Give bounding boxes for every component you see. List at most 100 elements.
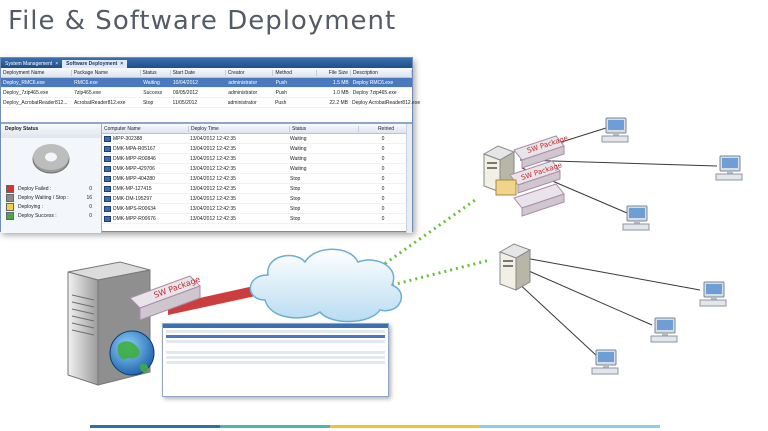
table-cell: 13/04/2012 12:42:35 (190, 135, 236, 142)
software-deployment-window: System Management × Software Deployment … (0, 57, 421, 233)
table-cell: Stop (290, 205, 301, 212)
window-thumbnail (162, 323, 389, 397)
pc-icon-3 (622, 205, 650, 231)
table-cell: 0 (381, 215, 385, 222)
swatch-waiting (6, 193, 14, 202)
computer-cell: DMK-MPP-R00846 (102, 155, 188, 162)
table-row[interactable]: DMK-MPP-404280 13/04/2012 12:42:35 Stop … (102, 174, 412, 184)
column-header[interactable]: Status (141, 69, 171, 76)
swatch-success (6, 211, 14, 220)
table-row[interactable]: Deploy_AcrobatReader812... AcrobatReader… (1, 98, 421, 108)
table-cell: 1.5 MB (332, 79, 349, 86)
pc-icon-2 (715, 155, 743, 181)
table-cell: Waiting (290, 145, 307, 152)
table-cell: RMC6.exe (74, 79, 98, 86)
close-icon[interactable]: × (55, 61, 59, 67)
column-header[interactable]: Start Date (171, 69, 226, 76)
folder-icon (495, 179, 517, 196)
computer-icon (104, 205, 111, 212)
close-icon[interactable]: × (120, 61, 124, 67)
column-header[interactable]: Computer Name (102, 125, 189, 132)
legend-value: 0 (89, 185, 92, 192)
table-cell: Deploy 7zip465.exe (352, 89, 397, 96)
tab-label: System Management (5, 61, 53, 67)
legend-item: Deploy Success : 0 (6, 211, 98, 220)
table-row[interactable]: DMK-MPP-429706 13/04/2012 12:42:35 Waiti… (102, 164, 412, 174)
tab-software-deployment[interactable]: Software Deployment × (62, 60, 128, 68)
thumbnail-row (166, 356, 385, 359)
swatch-deploying (6, 202, 14, 211)
table-cell: Waiting (290, 155, 307, 162)
computer-icon (104, 155, 111, 162)
computer-name: DMK-MPP-429706 (113, 165, 155, 172)
tab-bar: System Management × Software Deployment … (1, 58, 412, 68)
table-row[interactable]: DMK-MP-127415 13/04/2012 12:42:35 Stop 0 (102, 184, 412, 194)
computer-icon (104, 215, 111, 222)
pc-icon-4 (699, 281, 727, 307)
computer-cell: DMK-MPP-404280 (102, 175, 188, 182)
table-cell: 13/04/2012 12:42:35 (190, 145, 236, 152)
column-header[interactable]: Description (351, 69, 412, 76)
lower-panel: Deploy Status Deploy Failed : 0 Deploy W… (1, 122, 412, 233)
table-row[interactable]: MPP-302388 13/04/2012 12:42:35 Waiting 0 (102, 134, 412, 144)
computer-name: MPP-302388 (113, 135, 143, 142)
table-cell: 13/04/2012 12:42:35 (190, 195, 236, 202)
computer-name: DMK-MPS-R00634 (113, 205, 156, 212)
table-cell: Waiting (290, 165, 307, 172)
table-cell: 0 (381, 205, 385, 212)
table-cell: Waiting (290, 135, 307, 142)
table-row[interactable]: DMK-MPP-R00846 13/04/2012 12:42:35 Waiti… (102, 154, 412, 164)
legend-label: Deploying : (18, 203, 44, 210)
column-header[interactable]: Retried (359, 125, 412, 132)
computer-name: DMK-MP-127415 (113, 185, 152, 192)
table-cell: Stop (142, 99, 154, 106)
tab-system-management[interactable]: System Management × (1, 60, 62, 68)
table-row[interactable]: DMK-DM-195297 13/04/2012 12:42:35 Stop 0 (102, 194, 412, 204)
legend-item: Deploy Waiting / Stop : 16 (6, 193, 98, 202)
table-row[interactable]: Deploy_RMC6.exe RMC6.exe Waiting 10/04/2… (1, 78, 412, 88)
computer-cell: DMK-MPP-R00676 (102, 215, 188, 222)
column-header[interactable]: Deploy Time (189, 125, 290, 132)
computer-cell: DMK-DM-195297 (102, 195, 188, 202)
pc-icon-1 (601, 117, 629, 143)
computer-icon (104, 175, 111, 182)
pc-icon-5 (650, 317, 678, 343)
computer-icon (104, 145, 111, 152)
table-cell: Push (275, 79, 288, 86)
table-cell: administrator (228, 89, 258, 96)
table-cell: Push (275, 99, 287, 106)
table-cell: 0 (381, 155, 385, 162)
table-row[interactable]: DMK-MPP-R00676 13/04/2012 12:42:35 Stop … (102, 214, 412, 224)
table-cell: 0 (381, 175, 385, 182)
deploy-status-heading: Deploy Status (1, 124, 101, 138)
column-header[interactable]: Deployment Name (1, 69, 72, 76)
table-row[interactable]: DMK-MPS-R00634 13/04/2012 12:42:35 Stop … (102, 204, 412, 214)
legend-label: Deploy Failed : (18, 185, 52, 192)
cloud-icon (249, 248, 403, 323)
legend-value: 0 (89, 203, 92, 210)
column-header[interactable]: Package Name (72, 69, 141, 76)
column-header[interactable]: File Size (317, 69, 351, 76)
server-bottom-icon (499, 243, 531, 291)
table-cell: Deploy AcrobatReader812.exe (352, 99, 421, 106)
table-cell: 13/04/2012 12:42:35 (190, 155, 236, 162)
footer-rule-lightblue (480, 425, 660, 428)
table-cell: Deploy_AcrobatReader812... (3, 99, 68, 106)
table-cell: 13/04/2012 12:42:35 (190, 215, 236, 222)
legend-value: 16 (86, 194, 92, 201)
deploy-table-header: Deployment Name Package Name Status Star… (1, 68, 412, 78)
column-header[interactable]: Creator (226, 69, 274, 76)
computer-name: DMK-MPP-R00846 (113, 155, 156, 162)
computer-icon (104, 135, 111, 142)
thumbnail-row (166, 335, 385, 338)
table-row[interactable]: DMK-MPA-R05167 13/04/2012 12:42:35 Waiti… (102, 144, 412, 154)
vertical-scrollbar[interactable] (406, 124, 412, 233)
column-header[interactable]: Status (290, 125, 359, 132)
deploy-status-pane: Deploy Status Deploy Failed : 0 Deploy W… (1, 124, 102, 233)
column-header[interactable]: Method (273, 69, 317, 76)
sw-package-stack-icon: SW Package SW Package (509, 134, 569, 217)
table-cell: administrator (228, 79, 258, 86)
computer-name: DMK-MPA-R05167 (113, 145, 156, 152)
table-row[interactable]: Deploy_7zip465.exe 7zip465.exe Success 0… (1, 88, 412, 98)
table-cell: 10/04/2012 (172, 79, 198, 86)
